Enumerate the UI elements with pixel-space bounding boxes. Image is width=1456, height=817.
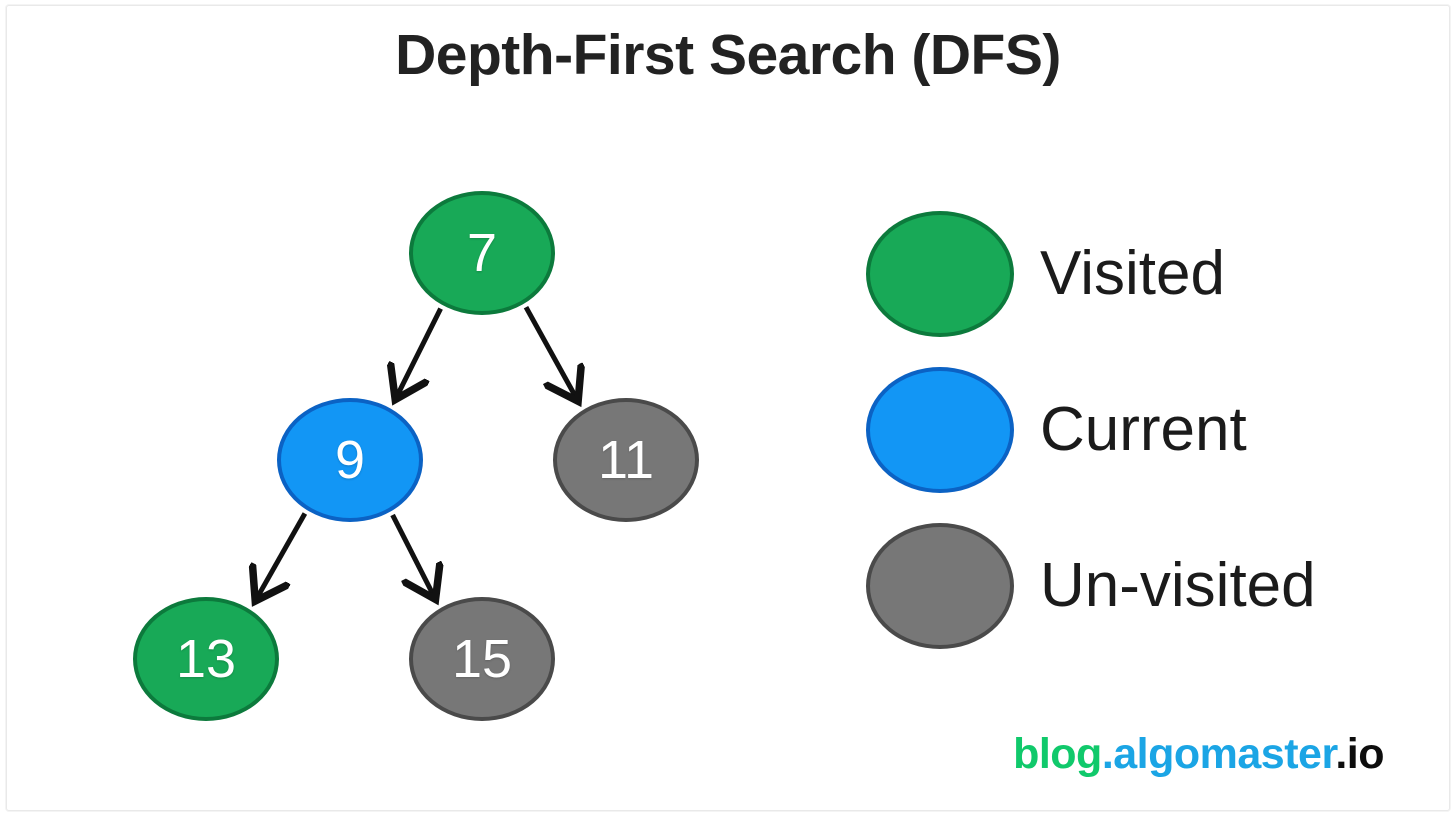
tree-node-13[interactable]: 13 (133, 597, 279, 721)
brand-watermark: blog.algomaster.io (1013, 730, 1384, 779)
legend-item-current: Current (866, 352, 1406, 508)
brand-dot: . (1101, 730, 1114, 778)
legend-item-visited: Visited (866, 196, 1406, 352)
tree-node-9[interactable]: 9 (277, 398, 423, 522)
legend-item-unvisited: Un-visited (866, 508, 1406, 664)
brand-tld: .io (1335, 730, 1384, 778)
page-title: Depth-First Search (DFS) (395, 23, 1061, 87)
legend: Visited Current Un-visited (866, 196, 1406, 664)
legend-swatch-visited (866, 211, 1014, 337)
legend-label-current: Current (1040, 395, 1247, 464)
legend-label-unvisited: Un-visited (1040, 551, 1316, 620)
tree-node-7[interactable]: 7 (409, 191, 555, 315)
legend-swatch-current (866, 367, 1014, 493)
legend-swatch-unvisited (866, 523, 1014, 649)
legend-label-visited: Visited (1040, 239, 1225, 308)
brand-algomaster: algomaster (1113, 730, 1336, 778)
tree-node-11[interactable]: 11 (553, 398, 699, 522)
brand-blog: blog (1013, 730, 1102, 778)
tree-node-15[interactable]: 15 (409, 597, 555, 721)
